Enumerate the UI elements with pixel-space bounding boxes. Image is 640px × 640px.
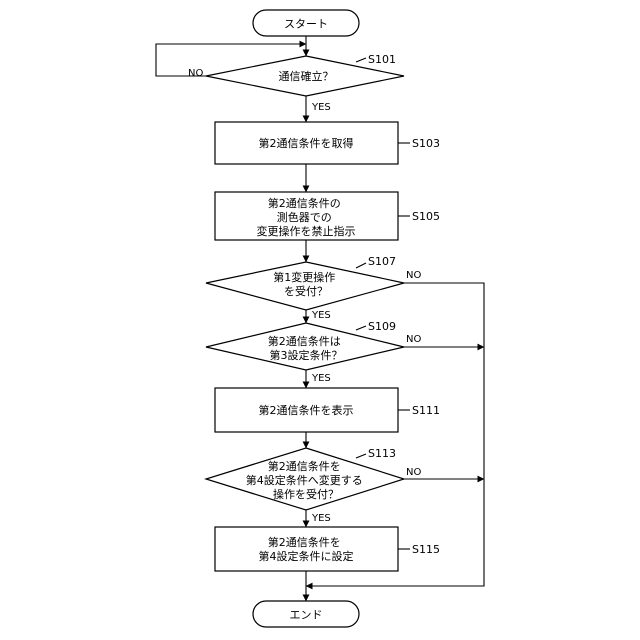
step-s105-line-3: 変更操作を禁止指示 <box>257 224 356 238</box>
step-s101-line: 通信確立？ <box>279 69 334 83</box>
s107-no-label: NO <box>406 270 421 281</box>
step-s109-line-1: 第2通信条件は <box>268 334 341 348</box>
svg-text:通信確立？: 通信確立？ <box>279 69 334 83</box>
step-s113: 第2通信条件を 第4設定条件へ変更する 操作を受付？ S113 <box>206 447 404 510</box>
s109-yes-label: YES <box>311 373 331 384</box>
step-s101-id: S101 <box>368 53 396 66</box>
step-s113-id: S113 <box>368 447 396 460</box>
step-s115-line-1: 第2通信条件を <box>268 535 341 549</box>
step-s109-line-2: 第3設定条件？ <box>270 348 343 362</box>
step-s111: 第2通信条件を表示 S111 <box>215 388 440 432</box>
s101-no-label: NO <box>188 68 203 79</box>
s107-yes-label: YES <box>311 310 331 321</box>
step-s107-line-2: を受付？ <box>284 285 328 298</box>
step-s113-line-3: 操作を受付？ <box>273 487 339 501</box>
svg-text:第2通信条件を表示: 第2通信条件を表示 <box>259 403 354 417</box>
step-s109: 第2通信条件は 第3設定条件？ S109 <box>206 320 404 370</box>
step-s103: 第2通信条件を取得 S103 <box>215 122 440 164</box>
step-s105-id: S105 <box>412 210 440 223</box>
step-s107-id: S107 <box>368 255 396 268</box>
step-s105-line-1: 第2通信条件の <box>268 196 341 210</box>
s101-yes-label: YES <box>311 102 331 113</box>
step-s101: 通信確立？ S101 <box>206 53 404 96</box>
s113-no-label: NO <box>406 467 421 478</box>
step-s113-line-1: 第2通信条件を <box>268 459 341 473</box>
svg-text:第2通信条件を取得: 第2通信条件を取得 <box>259 136 354 150</box>
step-s109-id: S109 <box>368 320 396 333</box>
step-s103-id: S103 <box>412 137 440 150</box>
step-s115-line-2: 第4設定条件に設定 <box>259 549 354 563</box>
step-s105-line-2: 測色器での <box>277 210 332 224</box>
start-label: スタート <box>284 18 328 31</box>
step-s113-line-2: 第4設定条件へ変更する <box>246 473 363 487</box>
s113-yes-label: YES <box>311 513 331 524</box>
step-s111-id: S111 <box>412 404 440 417</box>
step-s115-id: S115 <box>412 543 440 556</box>
step-s105: 第2通信条件の 測色器での 変更操作を禁止指示 S105 <box>215 192 440 240</box>
step-s103-line: 第2通信条件を取得 <box>259 136 354 150</box>
step-s107: 第1変更操作 を受付？ S107 <box>206 255 404 310</box>
start-terminal: スタート <box>253 10 359 36</box>
end-terminal: エンド <box>253 601 359 627</box>
step-s115: 第2通信条件を 第4設定条件に設定 S115 <box>215 527 440 571</box>
s109-no-label: NO <box>406 334 421 345</box>
step-s107-line-1: 第1変更操作 <box>273 270 335 284</box>
end-label: エンド <box>290 609 323 622</box>
step-s111-line: 第2通信条件を表示 <box>259 403 354 417</box>
